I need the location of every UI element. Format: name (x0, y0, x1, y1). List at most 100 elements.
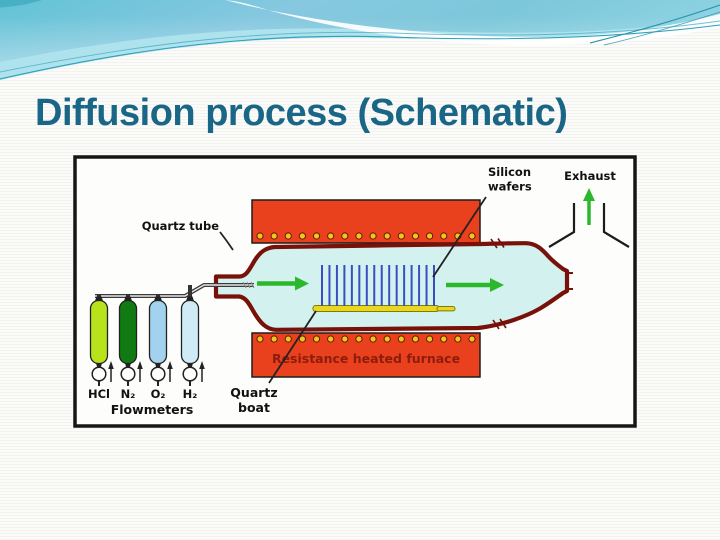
hatch (250, 281, 255, 289)
corner-line-2 (603, 11, 720, 46)
cylinder-body (148, 299, 168, 365)
cylinder-top-neck (95, 296, 103, 301)
cylinder-body (89, 299, 109, 365)
schematic-svg: Resistance heated furnace HCl N₂ O₂ H₂ (73, 155, 637, 428)
heater-dot (426, 335, 434, 343)
heater-dot (468, 232, 476, 240)
heater-dot (468, 335, 476, 343)
silicon-wafers-label-line1: Silicon (488, 165, 531, 179)
silicon-wafers-leader (432, 196, 487, 278)
hatch (246, 281, 251, 289)
gas-cylinder-0: HCl (88, 294, 114, 401)
flowmeters-label: Flowmeters (111, 402, 194, 417)
hatch (242, 281, 247, 289)
corner-sliver (0, 0, 42, 8)
nozzle-flanges (566, 272, 573, 290)
heater-dot (355, 232, 363, 240)
heater-dot (341, 232, 349, 240)
heater-dot (312, 335, 321, 343)
quartz-boat-leader (268, 310, 317, 384)
heater-dot (284, 232, 292, 240)
quartz-tube-leader (219, 231, 234, 251)
silicon-wafers-group (321, 265, 435, 306)
cylinder-body (118, 299, 138, 365)
heater-dot (383, 335, 391, 343)
heater-dot (440, 335, 448, 343)
flow-arrow-left-head (295, 276, 309, 291)
tube-joint-marks (490, 238, 507, 330)
gas-cylinders-group: HCl N₂ O₂ H₂ (88, 285, 205, 401)
heater-dot (256, 232, 264, 240)
heater-dot (426, 232, 434, 240)
exhaust-hood (548, 203, 630, 248)
heater-dot (270, 232, 278, 240)
light-band (0, 18, 720, 80)
corner-line (589, 4, 720, 44)
gas-cylinder-2: O₂ (148, 294, 173, 401)
flowmeter-valve (120, 366, 136, 382)
page-title: Diffusion process (Schematic) (35, 92, 568, 134)
heater-dot (298, 335, 306, 343)
heater-dot (397, 335, 405, 343)
quartz-boat-label-line1: Quartz (230, 385, 277, 400)
heater-dot (440, 232, 448, 240)
resistance-furnace-label: Resistance heated furnace (272, 351, 460, 366)
heater-dot (284, 335, 292, 343)
flow-arrow-right-head (490, 278, 504, 292)
cylinder-top-neck (124, 296, 132, 301)
cylinder-body (180, 299, 200, 365)
heater-dot (327, 232, 335, 240)
cylinder-bottom-neck (155, 363, 161, 368)
cylinder-bottom-neck (96, 363, 102, 368)
heater-dots-top-row (256, 232, 476, 240)
joint-tick (490, 238, 498, 249)
gas-label: N₂ (121, 387, 136, 401)
flow-direction-arrow-head (199, 361, 205, 369)
joint-tick (499, 318, 507, 329)
gas-cylinder-3: H₂ (180, 285, 205, 401)
gas-manifold-pipe-bore (95, 284, 254, 297)
pipe-tip-hatching (242, 281, 255, 289)
flowmeter-valve (182, 366, 198, 382)
flow-direction-arrow-head (137, 361, 143, 369)
quartz-boat-label-line2: boat (238, 400, 270, 415)
flowmeter-valve (150, 366, 166, 382)
flow-direction-arrow-head (108, 361, 114, 369)
cylinder-top-neck (186, 296, 194, 301)
cylinder-stub (188, 285, 192, 302)
diffusion-schematic-figure: Resistance heated furnace HCl N₂ O₂ H₂ (73, 155, 637, 428)
heater-dot (369, 232, 377, 240)
heater-dot (383, 232, 391, 240)
joint-tick (497, 238, 505, 248)
quartz-boat-handle (436, 306, 456, 312)
heater-dots-bottom-row (256, 335, 476, 343)
heater-dot (270, 335, 278, 343)
quartz-boat-bar (312, 305, 440, 312)
gas-cylinder-1: N₂ (118, 294, 143, 401)
cylinder-bottom-neck (125, 363, 131, 368)
gas-label: H₂ (183, 387, 198, 401)
cylinder-bottom-neck (187, 363, 193, 368)
quartz-tube-body (213, 241, 570, 332)
heater-dot (341, 335, 349, 343)
heater-dot (327, 335, 335, 343)
header-swoosh-graphic (0, 0, 720, 80)
heater-dot (256, 335, 264, 343)
heater-dot (369, 335, 377, 343)
exhaust-hood-right (602, 203, 630, 248)
heater-dot (411, 335, 420, 343)
heater-dot (411, 232, 420, 240)
gas-flow-arrows (257, 188, 595, 292)
heater-dot (454, 335, 462, 343)
swoosh-line (0, 24, 720, 80)
exhaust-label: Exhaust (564, 169, 616, 183)
heater-dot (298, 232, 306, 240)
flowmeter-valve (91, 366, 107, 382)
quartz-tube-label: Quartz tube (142, 219, 220, 233)
joint-tick (492, 319, 500, 330)
gas-label: HCl (88, 387, 110, 401)
heater-dot (312, 232, 321, 240)
gas-label: O₂ (151, 387, 166, 401)
white-swoosh-band (225, 0, 720, 46)
flow-direction-arrow-head (167, 361, 173, 369)
